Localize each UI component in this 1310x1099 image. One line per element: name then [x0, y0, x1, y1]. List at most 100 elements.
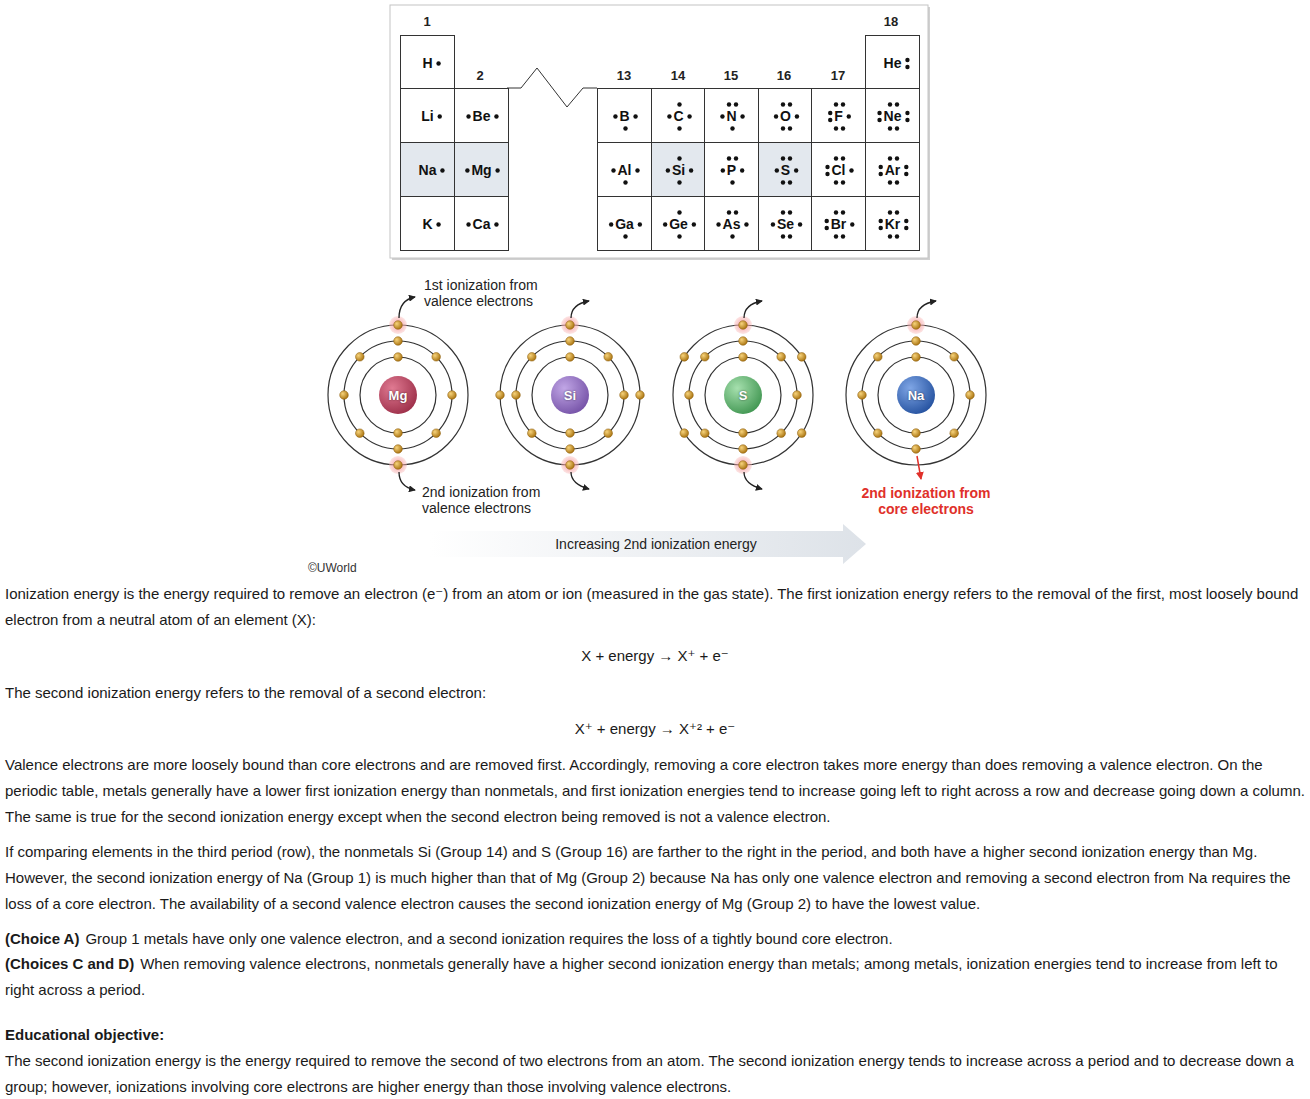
core-ionization-arrow: [917, 456, 921, 479]
nucleus: S: [724, 376, 762, 414]
text-block: The second ionization energy refers to t…: [5, 680, 1305, 706]
electron-shell: [532, 357, 608, 433]
valence-dot: [613, 114, 617, 118]
ionization-arrow: [399, 472, 415, 490]
element-symbol: Si: [564, 388, 576, 403]
element-symbol: K: [422, 216, 432, 232]
ionized-highlight: [734, 316, 752, 334]
bold-lead: Educational objective:: [5, 1026, 164, 1043]
valence-dot: [635, 168, 639, 172]
electron-shell: [516, 341, 624, 449]
element-symbol: F: [834, 108, 843, 124]
valence-dot: [781, 102, 785, 106]
valence-dot: [788, 210, 792, 214]
valence-dot: [888, 210, 892, 214]
element-symbol: He: [884, 55, 902, 71]
text-block: X + energy → X⁺ + e⁻: [5, 643, 1305, 669]
text-block: Ionization energy is the energy required…: [5, 581, 1305, 633]
valence-dot: [692, 222, 696, 226]
valence-dot: [841, 156, 845, 160]
electron: [356, 429, 365, 438]
electron: [566, 321, 575, 330]
electron: [394, 321, 403, 330]
element-cell: Br: [811, 196, 866, 251]
electron: [566, 353, 575, 362]
electron: [448, 391, 457, 400]
electron: [636, 391, 645, 400]
watermark: ©UWorld: [308, 561, 398, 575]
ionized-highlight: [561, 316, 579, 334]
element-symbol: P: [727, 162, 736, 178]
element-symbol: Mg: [389, 388, 408, 403]
valence-dot: [781, 234, 785, 238]
valence-dot: [847, 114, 851, 118]
valence-dot: [466, 114, 470, 118]
element-cell: Si: [651, 142, 706, 197]
electron: [680, 429, 689, 438]
electron: [566, 429, 575, 438]
ionization-arrow: [399, 297, 415, 318]
valence-dot: [788, 180, 792, 184]
element-symbol: Ne: [884, 108, 902, 124]
valence-dot: [794, 168, 798, 172]
valence-dot: [834, 156, 838, 160]
element-cell: O: [758, 88, 813, 143]
valence-dot: [623, 180, 627, 184]
electron-shell: [862, 341, 970, 449]
element-cell: Se: [758, 196, 813, 251]
valence-dot: [727, 102, 731, 106]
valence-dot: [440, 168, 444, 172]
valence-dot: [879, 165, 883, 169]
element-symbol: As: [723, 216, 741, 232]
electron-shell: [360, 357, 436, 433]
valence-dot: [841, 210, 845, 214]
element-symbol: Ge: [669, 216, 688, 232]
electron: [912, 445, 921, 454]
valence-dot: [495, 168, 499, 172]
valence-dot: [730, 180, 734, 184]
element-cell: P: [704, 142, 759, 197]
element-symbol: Br: [831, 216, 847, 232]
valence-dot: [850, 222, 854, 226]
valence-dot: [720, 114, 724, 118]
electron-shell: [705, 357, 781, 433]
valence-dot: [788, 102, 792, 106]
valence-dot: [740, 168, 744, 172]
electron: [604, 429, 613, 438]
electron: [432, 429, 441, 438]
electron-shell: [878, 357, 954, 433]
valence-dot: [834, 210, 838, 214]
electron: [739, 321, 748, 330]
valence-dot: [877, 111, 881, 115]
ionized-highlight: [734, 456, 752, 474]
electron: [394, 429, 403, 438]
valence-dot: [721, 168, 725, 172]
element-symbol: Si: [672, 162, 685, 178]
valence-dot: [744, 222, 748, 226]
valence-dot: [781, 180, 785, 184]
valence-dot: [841, 234, 845, 238]
electron: [394, 461, 403, 470]
electron: [680, 353, 689, 362]
paragraph-text: X⁺ + energy → X⁺² + e⁻: [575, 720, 736, 737]
ionized-highlight: [389, 316, 407, 334]
trend-arrow: [430, 524, 866, 564]
valence-dot: [730, 126, 734, 130]
text-block: X⁺ + energy → X⁺² + e⁻: [5, 716, 1305, 742]
electron-shell: [500, 325, 640, 465]
valence-dot: [730, 234, 734, 238]
valence-dot: [716, 222, 720, 226]
valence-dot: [788, 126, 792, 130]
valence-dot: [888, 102, 892, 106]
bohr-models: [328, 316, 986, 474]
element-symbol: Be: [473, 108, 491, 124]
electron: [912, 429, 921, 438]
element-symbol: Na: [908, 388, 925, 403]
valence-dot: [888, 156, 892, 160]
valence-dot: [825, 165, 829, 169]
trend-label: Increasing 2nd ionization energy: [450, 536, 862, 552]
electron: [950, 353, 959, 362]
electron: [912, 337, 921, 346]
valence-dot: [689, 168, 693, 172]
bold-lead: (Choices C and D): [5, 955, 134, 972]
